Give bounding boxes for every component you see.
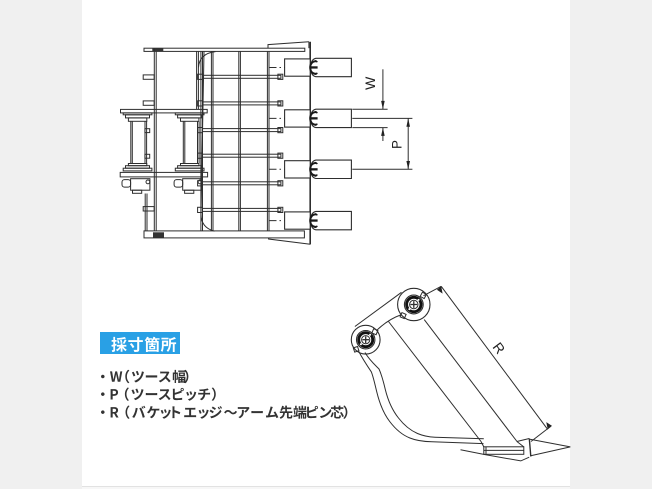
svg-text:R: R (490, 339, 509, 357)
svg-text:P: P (389, 140, 404, 149)
svg-text:W: W (362, 76, 378, 90)
